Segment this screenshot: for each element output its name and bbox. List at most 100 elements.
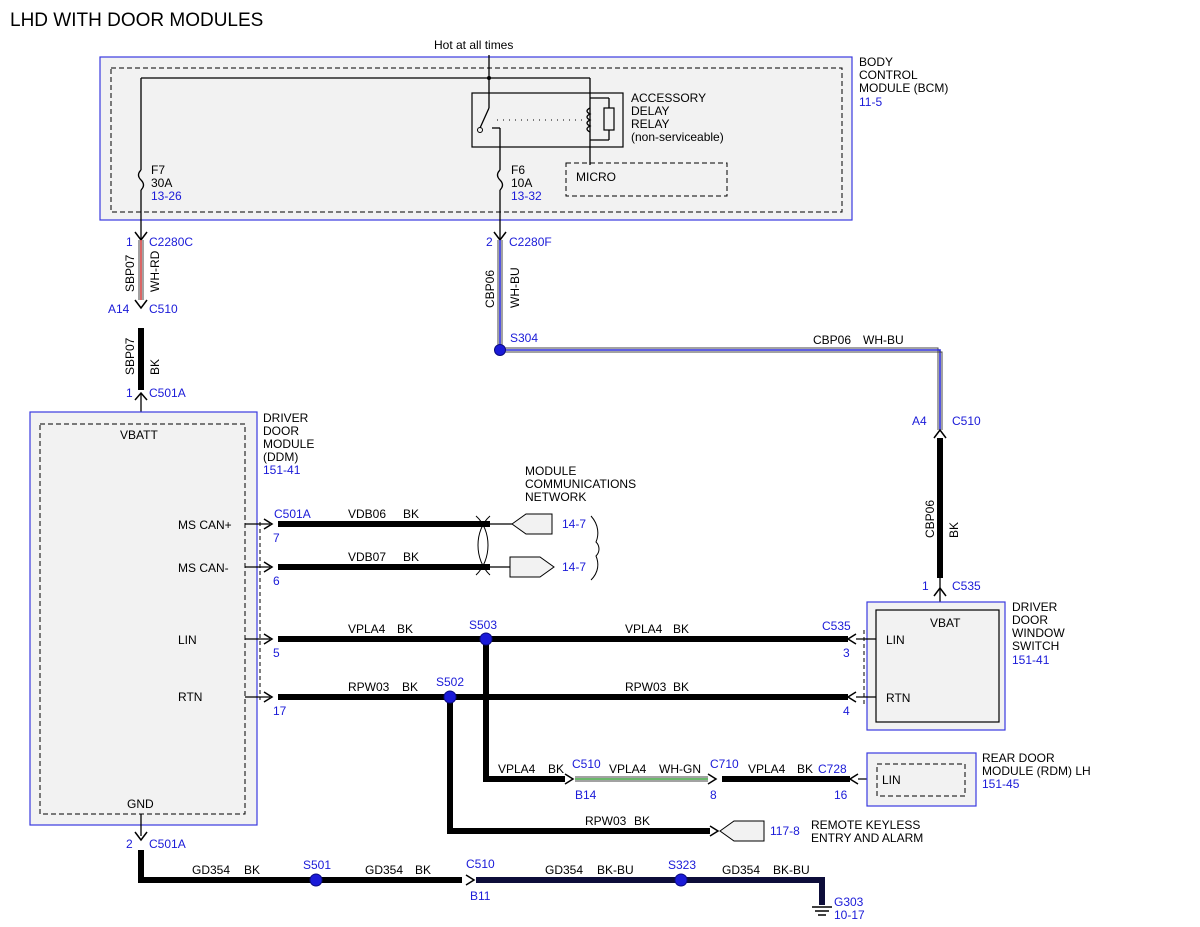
pin4-label: 4 bbox=[843, 704, 850, 718]
ddm-box bbox=[29, 411, 258, 826]
ddm-ms-can-minus-label: MS CAN- bbox=[178, 561, 229, 575]
mcn-connector-1-icon bbox=[511, 513, 553, 535]
wire-wh-bu-h-label: WH-BU bbox=[863, 333, 904, 347]
ground-name: G303 bbox=[834, 895, 864, 909]
wire-vpla4-d-color: WH-GN bbox=[659, 762, 701, 776]
pin5-label: 5 bbox=[273, 646, 280, 660]
c510-a4-connector-icon bbox=[933, 428, 947, 439]
c728-label: C728 bbox=[818, 762, 847, 776]
c510-b14-connector-icon bbox=[564, 773, 575, 785]
cbp06-wire-edge-a bbox=[497, 240, 939, 430]
c510-b14-pin: B14 bbox=[575, 788, 597, 802]
mcn-label-3: NETWORK bbox=[525, 490, 586, 504]
c501a-pin6-connector-icon bbox=[263, 561, 274, 573]
ground-ref: 10-17 bbox=[834, 908, 865, 922]
rdm-label-2: MODULE (RDM) LH bbox=[982, 764, 1091, 778]
ground-icon bbox=[812, 906, 832, 916]
c710-pin: 8 bbox=[710, 788, 717, 802]
wire-vpla4-d-label: VPLA4 bbox=[609, 762, 647, 776]
wire-gd354-a-label: GD354 bbox=[192, 863, 230, 877]
mcn-connector-2-icon bbox=[509, 556, 555, 578]
wire-cbp06-h-label: CBP06 bbox=[813, 333, 851, 347]
wire-gd354-c-label: GD354 bbox=[545, 863, 583, 877]
ddm-label-1: DRIVER bbox=[263, 411, 309, 425]
ddws-label-3: WINDOW bbox=[1012, 626, 1065, 640]
ddws-inner-box bbox=[875, 609, 1000, 723]
c728-pin: 16 bbox=[834, 788, 848, 802]
wire-vdb07-label: VDB07 bbox=[348, 550, 386, 564]
splice-s304 bbox=[494, 344, 506, 356]
bcm-inner-box bbox=[110, 67, 843, 213]
wire-gd354-a-color: BK bbox=[244, 863, 260, 877]
wire-gd354-b-color: BK bbox=[415, 863, 431, 877]
pin7-label: 7 bbox=[273, 531, 280, 545]
network-brace-icon bbox=[590, 515, 600, 581]
c510-b11-connector-icon bbox=[465, 874, 476, 886]
wire-gd354-b-label: GD354 bbox=[365, 863, 403, 877]
ddm-lin-label: LIN bbox=[178, 633, 197, 647]
splice-s304-label: S304 bbox=[510, 331, 538, 345]
bcm-label-2: CONTROL bbox=[859, 68, 918, 82]
wire-sbp07-label: SBP07 bbox=[123, 254, 137, 292]
wire-rpw03-b-label: RPW03 bbox=[625, 680, 667, 694]
wire-rpw03-c-label: RPW03 bbox=[585, 814, 627, 828]
rke-label-1: REMOTE KEYLESS bbox=[811, 818, 920, 832]
splice-s323-label: S323 bbox=[668, 858, 696, 872]
rke-arrow-icon bbox=[709, 825, 720, 837]
wire-vdb06-color: BK bbox=[403, 507, 419, 521]
wire-rpw03-c-color: BK bbox=[634, 814, 650, 828]
relay-label-3: RELAY bbox=[631, 117, 669, 131]
c510-b11-pin: B11 bbox=[470, 889, 491, 903]
ddws-label-2: DOOR bbox=[1012, 613, 1048, 627]
c535-top-label: C535 bbox=[952, 579, 981, 593]
splice-s501-label: S501 bbox=[303, 858, 331, 872]
rdm-label-1: REAR DOOR bbox=[982, 751, 1055, 765]
wire-vdb06-label: VDB06 bbox=[348, 507, 386, 521]
wire-vpla4-c-color: BK bbox=[548, 762, 564, 776]
rdm-box bbox=[866, 752, 977, 807]
gd354-bk-bu-wire bbox=[476, 877, 825, 905]
wire-vpla4-b-color: BK bbox=[673, 622, 689, 636]
c510-b11-label: C510 bbox=[466, 857, 495, 871]
c501a-top-pin: 1 bbox=[126, 386, 133, 400]
fuse-f7-icon bbox=[137, 169, 145, 191]
mcn-ref-2: 14-7 bbox=[562, 560, 586, 574]
wire-vpla4-a-label: VPLA4 bbox=[348, 622, 386, 636]
ddws-label-4: SWITCH bbox=[1012, 639, 1059, 653]
rke-label-2: ENTRY AND ALARM bbox=[811, 831, 923, 845]
c535-top-pin: 1 bbox=[922, 579, 929, 593]
c501a-bot-pin: 2 bbox=[126, 837, 133, 851]
pin6-label: 6 bbox=[273, 574, 280, 588]
wire-sbp07-b-label: SBP07 bbox=[123, 337, 137, 375]
c501a-bot-label: C501A bbox=[149, 837, 186, 851]
c510-b14-label: C510 bbox=[572, 757, 601, 771]
relay-label-4: (non-serviceable) bbox=[631, 130, 724, 144]
fuse-f6-ref: 13-32 bbox=[511, 189, 542, 203]
fuse-f7-name: F7 bbox=[151, 163, 165, 177]
wire-rpw03-b-color: BK bbox=[673, 680, 689, 694]
mcn-label-1: MODULE bbox=[525, 464, 576, 478]
bcm-label-1: BODY bbox=[859, 55, 893, 69]
relay-contact bbox=[477, 127, 483, 133]
ddm-ref: 151-41 bbox=[263, 463, 301, 477]
c510-a14-label: C510 bbox=[149, 302, 178, 316]
c728-connector-icon bbox=[848, 773, 859, 785]
c501a-top-label: C501A bbox=[149, 386, 186, 400]
ddm-ms-can-plus-label: MS CAN+ bbox=[178, 518, 232, 532]
splice-s503-label: S503 bbox=[469, 618, 497, 632]
relay-box bbox=[471, 92, 624, 148]
ddws-label-1: DRIVER bbox=[1012, 600, 1058, 614]
c2280c-label: C2280C bbox=[149, 235, 193, 249]
ddm-label-2: DOOR bbox=[263, 424, 299, 438]
splice-s323 bbox=[674, 873, 688, 887]
rdm-lin-label: LIN bbox=[882, 773, 901, 787]
wire-bk-1-label: BK bbox=[148, 359, 162, 375]
ddm-label-3: MODULE bbox=[263, 437, 314, 451]
c2280c-pin: 1 bbox=[126, 235, 133, 249]
c535-pin4-connector-icon bbox=[846, 691, 857, 703]
pin17-label: 17 bbox=[273, 704, 287, 718]
c510-a4-label: C510 bbox=[952, 414, 981, 428]
ddws-lin-label: LIN bbox=[886, 633, 905, 647]
pin3-label: 3 bbox=[843, 646, 850, 660]
